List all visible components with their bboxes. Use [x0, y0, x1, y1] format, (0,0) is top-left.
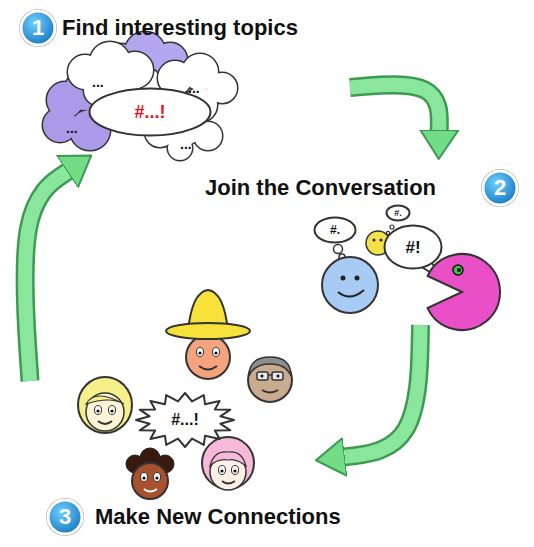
person-pink-hair	[202, 437, 254, 489]
step-badge: 2	[480, 168, 520, 208]
arrow-body	[25, 171, 69, 381]
blue-character	[338, 290, 364, 297]
person-pink-hair	[210, 452, 246, 466]
step-heading: Find interesting topics	[62, 15, 298, 41]
person-yellow-hat	[199, 366, 217, 370]
person-glasses	[249, 357, 291, 376]
step-group: Find interesting topics1#...!	[15, 5, 350, 155]
person-pink-hair	[220, 469, 223, 472]
person-curly	[141, 473, 148, 482]
blue-character	[334, 245, 343, 254]
person-glasses	[268, 374, 272, 376]
person-curly	[154, 473, 161, 482]
bubble-text: #.	[385, 204, 411, 222]
arrow-body	[350, 85, 439, 132]
person-blonde	[110, 409, 113, 412]
yellow-character	[373, 239, 376, 242]
person-blonde	[109, 406, 116, 415]
arrow-outline	[350, 85, 439, 132]
blue-character	[355, 276, 360, 281]
step-number: 1	[18, 8, 58, 48]
topic-cloud	[43, 32, 237, 160]
badge-rim	[481, 169, 519, 207]
person-pink-hair	[222, 481, 235, 484]
person-blonde	[86, 393, 124, 431]
starburst-shape	[136, 393, 234, 447]
person-blonde	[78, 377, 132, 433]
person-glasses	[248, 357, 292, 402]
person-glasses	[277, 375, 280, 378]
person-glasses	[257, 372, 268, 380]
person-pink-hair	[202, 437, 254, 490]
person-yellow-hat	[198, 351, 201, 354]
magenta-character	[453, 265, 463, 275]
magenta-character	[457, 268, 461, 272]
person-glasses	[262, 390, 278, 393]
cycle-arrow	[343, 325, 421, 457]
person-yellow-hat	[197, 348, 204, 357]
person-curly	[126, 448, 174, 499]
step-group: Join the Conversation 2 #. #. #!	[165, 160, 530, 325]
person-yellow-hat	[186, 335, 230, 379]
person-pink-hair	[232, 466, 239, 475]
person-curly	[144, 489, 157, 492]
blue-character	[322, 245, 378, 314]
bubble-text: #...!	[135, 392, 235, 448]
step-badge: 1	[18, 8, 58, 48]
blue-character	[341, 276, 346, 281]
magenta-character	[428, 254, 500, 330]
magenta-character	[428, 254, 500, 330]
person-blonde	[86, 396, 124, 404]
arrow-outline	[343, 325, 421, 457]
person-glasses	[261, 375, 264, 378]
yellow-character	[390, 225, 394, 229]
badge-rim	[19, 9, 57, 47]
person-pink-hair	[219, 466, 226, 475]
person-blonde	[78, 377, 132, 433]
step-badge: 3	[45, 497, 85, 537]
starburst-bubble: #...!	[135, 392, 235, 448]
person-curly	[155, 476, 158, 479]
person-curly	[132, 463, 168, 499]
ellipsis-label: ...	[92, 74, 104, 90]
step-number: 2	[480, 168, 520, 208]
bubble-text: #!	[383, 224, 443, 270]
ellipsis-label: ...	[180, 136, 192, 152]
cycle-arrow	[25, 171, 69, 381]
arrow-body	[343, 325, 421, 457]
speech-bubble: #!	[383, 224, 443, 270]
step-group: Make New Connections3#...!	[30, 275, 315, 540]
thought-bubble: #.	[385, 204, 411, 222]
ellipsis-label: ...	[66, 120, 78, 136]
person-yellow-hat	[166, 323, 250, 339]
person-glasses	[272, 372, 283, 380]
person-pink-hair	[233, 469, 236, 472]
blue-character	[322, 257, 378, 313]
step-heading: Make New Connections	[95, 504, 341, 530]
person-yellow-hat	[214, 351, 217, 354]
person-yellow-hat	[166, 290, 250, 379]
yellow-character	[380, 239, 383, 242]
cycle-arrow	[350, 85, 439, 132]
ellipsis-label: ...	[188, 80, 200, 96]
person-yellow-hat	[213, 348, 220, 357]
step-number: 3	[45, 497, 85, 537]
bubble-text: #.	[313, 216, 357, 244]
person-blonde	[95, 406, 102, 415]
step-heading: Join the Conversation	[205, 175, 436, 201]
person-blonde	[98, 421, 112, 424]
person-glasses	[248, 358, 292, 402]
person-blonde	[96, 409, 99, 412]
person-curly	[142, 476, 145, 479]
thought-bubble: #.	[313, 216, 357, 244]
badge-rim	[46, 498, 84, 536]
arrow-outline	[25, 171, 69, 381]
